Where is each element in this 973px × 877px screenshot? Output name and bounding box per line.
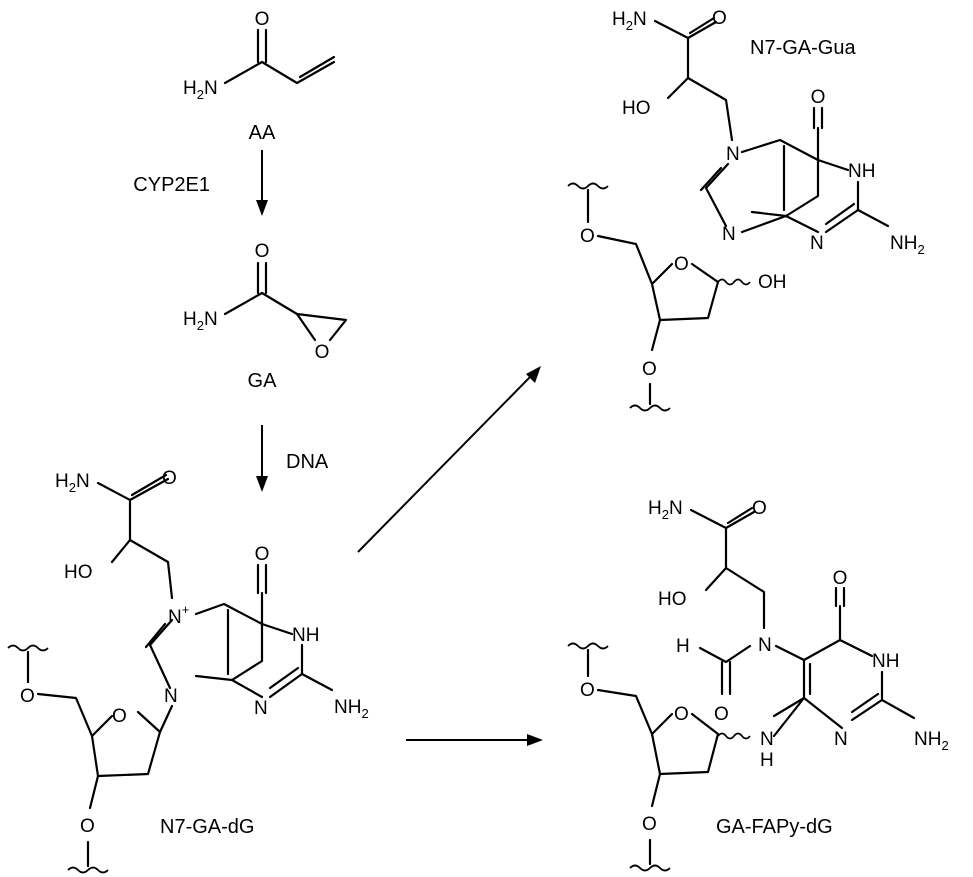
svg-text:N: N: [758, 635, 772, 656]
svg-text:H: H: [676, 636, 690, 657]
svg-text:O: O: [752, 498, 767, 519]
svg-text:O: O: [255, 9, 270, 30]
svg-text:NH: NH: [848, 161, 875, 182]
svg-text:N: N: [760, 729, 774, 750]
amine-nh2: NH2: [890, 233, 925, 257]
svg-text:O: O: [833, 568, 848, 589]
svg-text:OH: OH: [758, 272, 787, 293]
svg-text:O: O: [580, 226, 595, 247]
compound-label-n7-ga-gua: N7-GA-Gua: [750, 37, 856, 59]
n7-cation: N+: [168, 602, 189, 628]
svg-text:N: N: [722, 224, 736, 245]
reagent-label-cyp2e1: CYP2E1: [133, 174, 210, 196]
arrowhead-3: [526, 366, 541, 383]
svg-text:N: N: [810, 233, 824, 254]
svg-text:O: O: [642, 359, 657, 380]
svg-text:O: O: [712, 8, 727, 29]
compound-label-ga: GA: [248, 370, 278, 392]
svg-text:O: O: [255, 241, 270, 262]
svg-text:O: O: [580, 680, 595, 701]
n7-ga-gua-structure: H2N O HO N O NH N NH2 N O OH O O: [567, 8, 925, 412]
svg-text:O: O: [162, 468, 177, 489]
amine-h2n: H2N: [55, 471, 90, 495]
svg-text:O: O: [255, 544, 270, 565]
svg-text:O: O: [811, 87, 826, 108]
svg-text:HO: HO: [658, 589, 687, 610]
svg-text:O: O: [674, 254, 689, 275]
amine-nh2: NH2: [914, 729, 949, 753]
amine-h2n: H2N: [183, 78, 218, 102]
svg-text:O: O: [714, 704, 729, 725]
compound-label-ga-fapy-dg: GA-FAPy-dG: [716, 816, 833, 838]
amine-h2n: H2N: [612, 9, 647, 33]
amine-h2n: H2N: [648, 498, 683, 522]
svg-text:NH: NH: [872, 651, 899, 672]
svg-text:HO: HO: [64, 562, 93, 583]
svg-text:O: O: [80, 816, 95, 837]
amine-h2n: H2N: [183, 309, 218, 333]
arrowhead-4: [527, 734, 543, 746]
aa-structure: O H2N: [183, 9, 336, 102]
svg-text:O: O: [20, 686, 35, 707]
svg-text:HO: HO: [622, 98, 651, 119]
svg-text:N: N: [164, 686, 178, 707]
ga-fapy-dg-structure: H2N O HO N H O O NH N NH2 N H O O: [567, 498, 949, 872]
reagent-label-dna: DNA: [286, 451, 329, 473]
svg-text:O: O: [315, 342, 330, 363]
n7-ga-dg-structure: H2N O HO N+ O NH N NH2 N O O O: [7, 468, 369, 874]
arrowhead-2: [256, 476, 268, 492]
amine-nh2: NH2: [334, 697, 369, 721]
svg-text:N: N: [254, 698, 268, 719]
svg-text:O: O: [642, 814, 657, 835]
svg-text:N: N: [726, 144, 740, 165]
svg-text:N: N: [834, 729, 848, 750]
compound-label-aa: AA: [249, 122, 276, 144]
reaction-arrow-depurination: [357, 375, 532, 553]
svg-text:NH: NH: [292, 625, 319, 646]
svg-text:O: O: [674, 704, 689, 725]
ga-structure: O H2N O: [183, 241, 348, 363]
svg-text:O: O: [112, 706, 127, 727]
compound-label-n7-ga-dg: N7-GA-dG: [160, 816, 254, 838]
arrowhead-1: [256, 200, 268, 216]
svg-text:H: H: [760, 750, 774, 771]
